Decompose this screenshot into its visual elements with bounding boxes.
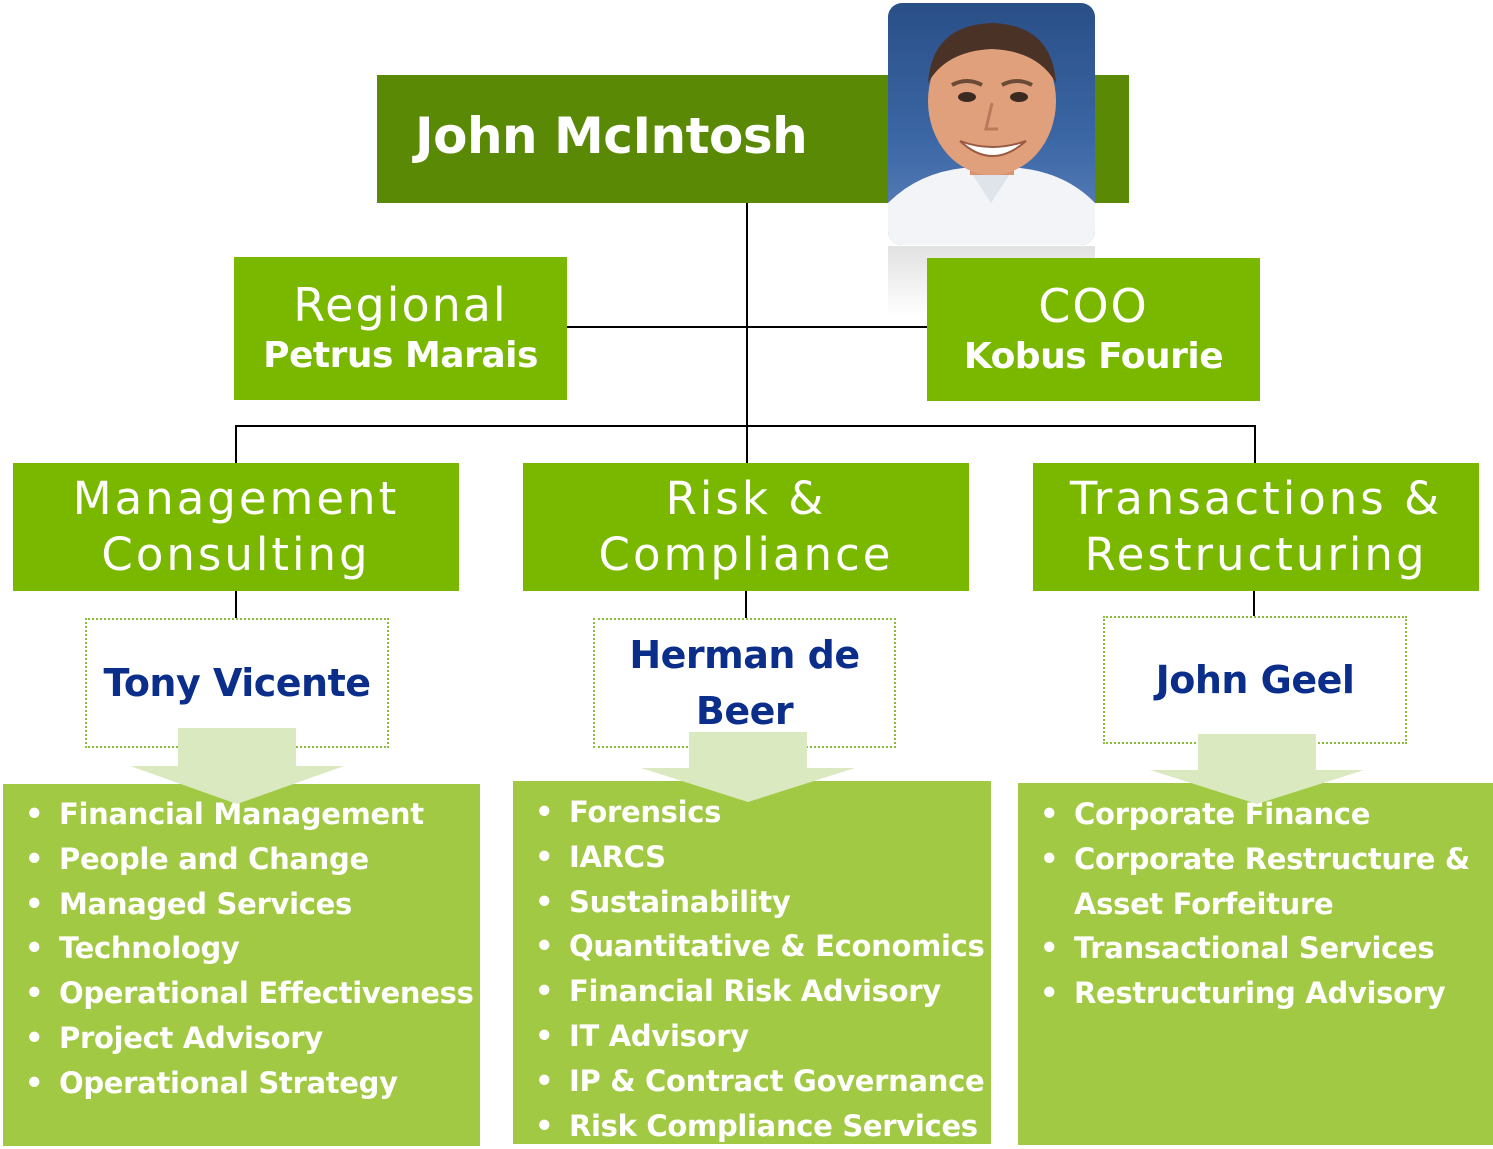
arrow-down-icon <box>1150 734 1364 804</box>
list-item: • IP & Contract Governance <box>513 1059 991 1104</box>
list-item: • Technology <box>3 926 480 971</box>
list-item: • Corporate Finance <box>1018 792 1493 837</box>
service-item-label: Sustainability <box>569 884 791 919</box>
service-item-label: Quantitative & Economics <box>569 929 985 964</box>
service-heading-line: Consulting <box>101 528 371 581</box>
list-item: • Financial Risk Advisory <box>513 969 991 1014</box>
ceo-name: John McIntosh <box>415 107 808 165</box>
service-item-label: Operational Strategy <box>59 1065 398 1100</box>
list-item: • Restructuring Advisory <box>1018 971 1493 1016</box>
list-item: • Forensics <box>513 790 991 835</box>
connector-services-horizontal <box>235 425 1256 427</box>
service-heading-line: Management <box>72 472 400 525</box>
bullet-icon: • <box>535 1108 554 1143</box>
list-item: • Managed Services <box>3 882 480 927</box>
coo-title: COO <box>1038 278 1149 333</box>
service-item-continuation: Asset Forfeiture <box>1074 886 1334 921</box>
connector-ceo-vertical <box>746 203 748 463</box>
service-heading-line: Compliance <box>598 528 894 581</box>
service-panel-transactions-restructuring: • Corporate Finance • Corporate Restructur… <box>1018 783 1493 1145</box>
leader-name: Herman de Beer <box>629 633 860 733</box>
service-head-risk-compliance: Risk & Compliance <box>523 463 969 591</box>
service-item-label: Technology <box>59 931 240 966</box>
service-item-label: Corporate Finance <box>1074 797 1371 831</box>
list-item: • IARCS <box>513 835 991 880</box>
list-item: • Operational Strategy <box>3 1061 480 1106</box>
bullet-icon: • <box>535 884 554 919</box>
arrow-down-icon <box>641 732 855 802</box>
list-item: • Project Advisory <box>3 1016 480 1061</box>
bullet-icon: • <box>1040 931 1059 966</box>
leader-box-risk-compliance: Herman de Beer <box>593 618 896 748</box>
bullet-icon: • <box>1040 797 1059 831</box>
bullet-icon: • <box>25 1020 44 1055</box>
service-item-label: Corporate Restructure & <box>1074 841 1470 876</box>
service-item-label: Restructuring Advisory <box>1074 976 1446 1011</box>
list-item: • Quantitative & Economics <box>513 924 991 969</box>
regional-box: Regional Petrus Marais <box>234 257 567 400</box>
connector-regional-coo <box>567 326 927 328</box>
service-panel-risk-compliance: • Forensics • IARCS • Sustainability • Quant… <box>513 781 991 1144</box>
service-heading-line: Restructuring <box>1084 528 1428 581</box>
list-item: • People and Change <box>3 837 480 882</box>
bullet-icon: • <box>535 795 554 829</box>
connector-tr-leader <box>1253 590 1255 616</box>
connector-rc-leader <box>745 590 747 618</box>
list-item: • Financial Management <box>3 792 480 837</box>
leader-name: Tony Vicente <box>103 661 371 705</box>
leader-box-transactions-restructuring: John Geel <box>1103 616 1407 744</box>
service-item-label: Financial Risk Advisory <box>569 974 941 1009</box>
bullet-icon: • <box>535 839 554 874</box>
bullet-icon: • <box>1040 841 1059 876</box>
list-item: • Sustainability <box>513 880 991 925</box>
service-heading-line: Risk & <box>665 472 827 525</box>
service-item-label: Transactional Services <box>1074 931 1435 966</box>
service-head-management-consulting: Management Consulting <box>13 463 459 591</box>
connector-tr-drop <box>1254 425 1256 463</box>
arrow-down-icon <box>130 728 344 804</box>
list-item: • Risk Compliance Services <box>513 1104 991 1149</box>
list-item: • IT Advisory <box>513 1014 991 1059</box>
leader-name: John Geel <box>1155 658 1355 702</box>
list-item: • Transactional Services <box>1018 926 1493 971</box>
service-item-label: IARCS <box>569 839 666 874</box>
connector-mc-drop <box>235 425 237 463</box>
service-head-transactions-restructuring: Transactions & Restructuring <box>1033 463 1479 591</box>
bullet-icon: • <box>535 1018 554 1053</box>
service-item-label: Managed Services <box>59 886 352 921</box>
service-item-label: Risk Compliance Services <box>569 1108 978 1143</box>
connector-mc-leader <box>235 590 237 618</box>
list-item: • Operational Effectiveness <box>3 971 480 1016</box>
list-item: • Corporate Restructure & <box>1018 837 1493 882</box>
service-panel-management-consulting: • Financial Management • People and Change… <box>3 784 480 1146</box>
coo-box: COO Kobus Fourie <box>927 258 1260 401</box>
bullet-icon: • <box>535 1063 554 1098</box>
bullet-icon: • <box>535 974 554 1009</box>
service-item-label: Project Advisory <box>59 1020 323 1055</box>
service-item-label: IT Advisory <box>569 1018 749 1053</box>
regional-name: Petrus Marais <box>263 335 538 377</box>
bullet-icon: • <box>25 841 44 876</box>
bullet-icon: • <box>1040 976 1059 1011</box>
bullet-icon: • <box>25 886 44 921</box>
bullet-icon: • <box>25 931 44 966</box>
service-item-label: Forensics <box>569 795 722 829</box>
service-item-label: IP & Contract Governance <box>569 1063 985 1098</box>
bullet-icon: • <box>25 976 44 1011</box>
bullet-icon: • <box>535 929 554 964</box>
bullet-icon: • <box>25 797 44 831</box>
bullet-icon: • <box>25 1065 44 1100</box>
coo-name: Kobus Fourie <box>963 336 1224 378</box>
regional-title: Regional <box>293 277 508 332</box>
portrait-illustration <box>888 23 1095 245</box>
service-item-label: People and Change <box>59 841 369 876</box>
service-item-label: Financial Management <box>59 797 424 831</box>
service-item-label: Operational Effectiveness <box>59 976 474 1011</box>
ceo-portrait-photo <box>888 3 1095 245</box>
service-heading-line: Transactions & <box>1069 472 1443 525</box>
